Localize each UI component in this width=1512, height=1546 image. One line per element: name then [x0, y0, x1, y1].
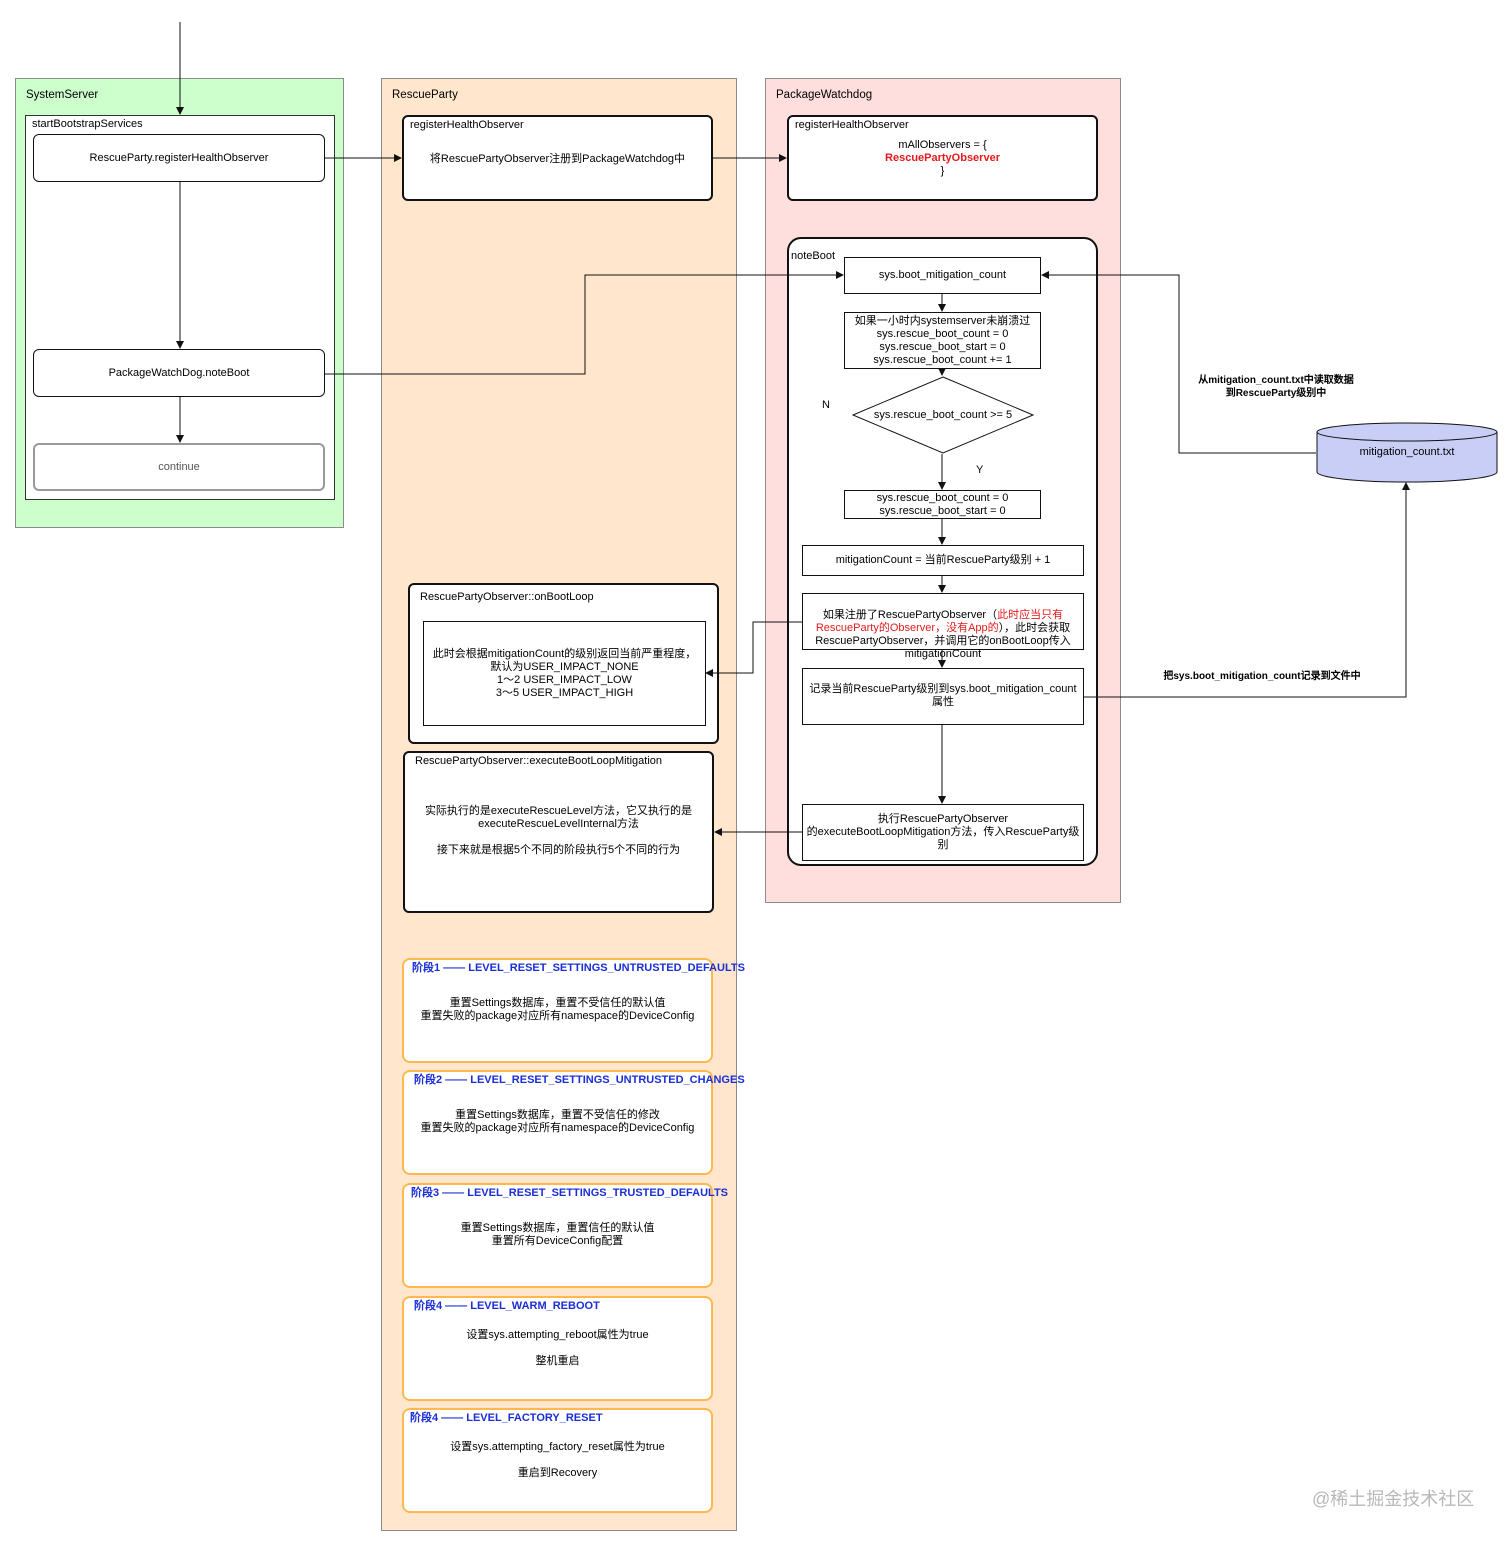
- group-title: RescuePartyObserver::executeBootLoopMiti…: [415, 755, 663, 767]
- execute-boot-loop-mitigation-group[interactable]: RescuePartyObserver::executeBootLoopMiti…: [403, 751, 714, 913]
- no-branch-label: N: [822, 399, 830, 411]
- on-boot-loop-group[interactable]: RescuePartyObserver::onBootLoop 此时会根据mit…: [408, 583, 719, 744]
- group-title: registerHealthObserver: [410, 119, 524, 131]
- stage-5[interactable]: 阶段4 —— LEVEL_FACTORY_RESET 设置sys.attempt…: [402, 1408, 713, 1513]
- lane-title: PackageWatchdog: [776, 89, 873, 101]
- execute-description: 实际执行的是executeRescueLevel方法，它又执行的是 execut…: [424, 805, 693, 856]
- stage-1[interactable]: 阶段1 —— LEVEL_RESET_SETTINGS_UNTRUSTED_DE…: [402, 958, 745, 1063]
- yes-branch-label: Y: [976, 464, 984, 476]
- record-level-step[interactable]: 记录当前RescueParty级别到sys.boot_mitigation_co…: [802, 668, 1084, 725]
- reset-counts-step[interactable]: sys.rescue_boot_count = 0 sys.rescue_boo…: [844, 490, 1041, 519]
- group-title: noteBoot: [791, 250, 836, 262]
- group-title: startBootstrapServices: [32, 118, 143, 130]
- register-description: 将RescuePartyObserver注册到PackageWatchdog中: [429, 152, 686, 165]
- registered-highlight: 此时应当只有RescueParty的Observer，没有App的: [815, 609, 1064, 634]
- write-file-note: 把sys.boot_mitigation_count记录到文件中: [1146, 670, 1378, 683]
- all-observers-open: mAllObservers = {: [898, 139, 987, 151]
- lane-title: RescueParty: [392, 89, 458, 101]
- stage-2[interactable]: 阶段2 —— LEVEL_RESET_SETTINGS_UNTRUSTED_CH…: [402, 1070, 745, 1175]
- storage-file-name: mitigation_count.txt: [1359, 445, 1455, 458]
- stage-4[interactable]: 阶段4 —— LEVEL_WARM_REBOOT 设置sys.attemptin…: [402, 1296, 713, 1401]
- stage-title: 阶段4 —— LEVEL_WARM_REBOOT: [414, 1300, 600, 1312]
- read-file-note: 从mitigation_count.txt中读取数据 到RescueParty级…: [1176, 374, 1376, 400]
- registered-observer-step[interactable]: 如果注册了RescuePartyObserver（此时应当只有RescuePar…: [802, 593, 1084, 660]
- mitigation-count-step[interactable]: mitigationCount = 当前RescueParty级别 + 1: [802, 545, 1084, 576]
- registered-suffix: ），此时会获取RescuePartyObserver，并调用它的onBootLo…: [815, 622, 1071, 660]
- group-title: registerHealthObserver: [795, 119, 909, 131]
- group-title: RescuePartyObserver::onBootLoop: [420, 591, 594, 603]
- note-boot-call[interactable]: PackageWatchDog.noteBoot: [33, 349, 325, 397]
- boot-count-decision[interactable]: [852, 376, 1034, 454]
- database-icon[interactable]: [1316, 422, 1498, 484]
- record-to-file-arrow: [1084, 482, 1410, 698]
- stage-description: 设置sys.attempting_reboot属性为true 整机重启: [466, 1329, 649, 1367]
- rp-register-health-observer[interactable]: registerHealthObserver 将RescuePartyObser…: [402, 115, 713, 201]
- pw-register-health-observer[interactable]: registerHealthObserver mAllObservers = {…: [787, 115, 1098, 201]
- registered-prefix: 如果注册了RescuePartyObserver（: [822, 609, 998, 621]
- hour-check-step[interactable]: 如果一小时内systemserver未崩溃过 sys.rescue_boot_c…: [844, 312, 1041, 369]
- stage-description: 重置Settings数据库，重置信任的默认值 重置所有DeviceConfig配…: [460, 1222, 655, 1247]
- stage-title: 阶段4 —— LEVEL_FACTORY_RESET: [410, 1412, 603, 1424]
- all-observers-close: }: [940, 165, 945, 177]
- execute-mitigation-step[interactable]: 执行RescuePartyObserver 的executeBootLoopMi…: [802, 804, 1084, 861]
- all-observers-item: RescuePartyObserver: [885, 152, 1000, 164]
- boot-mitigation-count-prop[interactable]: sys.boot_mitigation_count: [844, 257, 1041, 294]
- stage-description: 重置Settings数据库，重置不受信任的修改 重置失败的package对应所有…: [420, 1109, 695, 1134]
- stage-description: 设置sys.attempting_factory_reset属性为true 重启…: [450, 1441, 665, 1479]
- lane-title: SystemServer: [26, 89, 99, 101]
- continue-step[interactable]: continue: [33, 443, 325, 491]
- watermark: @稀土掘金技术社区: [1312, 1489, 1475, 1509]
- on-boot-loop-description: 此时会根据mitigationCount的级别返回当前严重程度， 默认为USER…: [423, 621, 706, 726]
- stage-title: 阶段2 —— LEVEL_RESET_SETTINGS_UNTRUSTED_CH…: [414, 1074, 745, 1086]
- register-health-observer-call[interactable]: RescueParty.registerHealthObserver: [33, 134, 325, 182]
- stage-description: 重置Settings数据库，重置不受信任的默认值 重置失败的package对应所…: [420, 997, 695, 1022]
- decision-label: sys.rescue_boot_count >= 5: [873, 408, 1013, 421]
- stage-3[interactable]: 阶段3 —— LEVEL_RESET_SETTINGS_TRUSTED_DEFA…: [402, 1183, 728, 1288]
- stage-title: 阶段3 —— LEVEL_RESET_SETTINGS_TRUSTED_DEFA…: [411, 1187, 729, 1199]
- stage-title: 阶段1 —— LEVEL_RESET_SETTINGS_UNTRUSTED_DE…: [412, 962, 745, 974]
